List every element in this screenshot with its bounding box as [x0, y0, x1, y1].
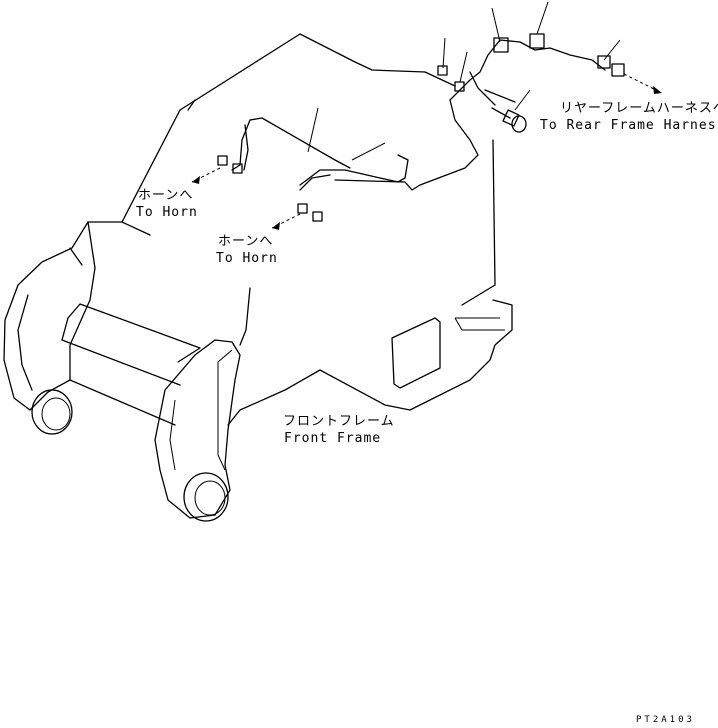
- frame-access-panel: [391, 317, 441, 389]
- horn-connectors: [217, 155, 323, 222]
- horn-left-label-en: To Horn: [136, 205, 198, 220]
- cross-tube: [61, 303, 201, 426]
- front-frame-right-arm: [154, 287, 251, 522]
- direction-arrows: [191, 73, 662, 230]
- rear-harness-label-en: To Rear Frame Harness: [540, 118, 718, 133]
- front-frame-label-jp: フロントフレーム: [283, 414, 395, 429]
- rear-harness-connector: [491, 107, 527, 133]
- horn-left-label-jp: ホーンへ: [138, 188, 194, 203]
- callout-leaders: [307, 1, 621, 161]
- horn-right-label-en: To Horn: [216, 251, 278, 266]
- front-frame-left-arm: [3, 221, 123, 435]
- front-frame-label-en: Front Frame: [284, 431, 382, 446]
- wiring-harness: [231, 39, 606, 191]
- front-frame-body: [121, 33, 513, 426]
- horn-right-label-jp: ホーンへ: [218, 234, 274, 249]
- rear-harness-label-jp: リヤーフレームハーネスへ: [560, 101, 718, 116]
- drawing-code: PT2A103: [636, 715, 695, 725]
